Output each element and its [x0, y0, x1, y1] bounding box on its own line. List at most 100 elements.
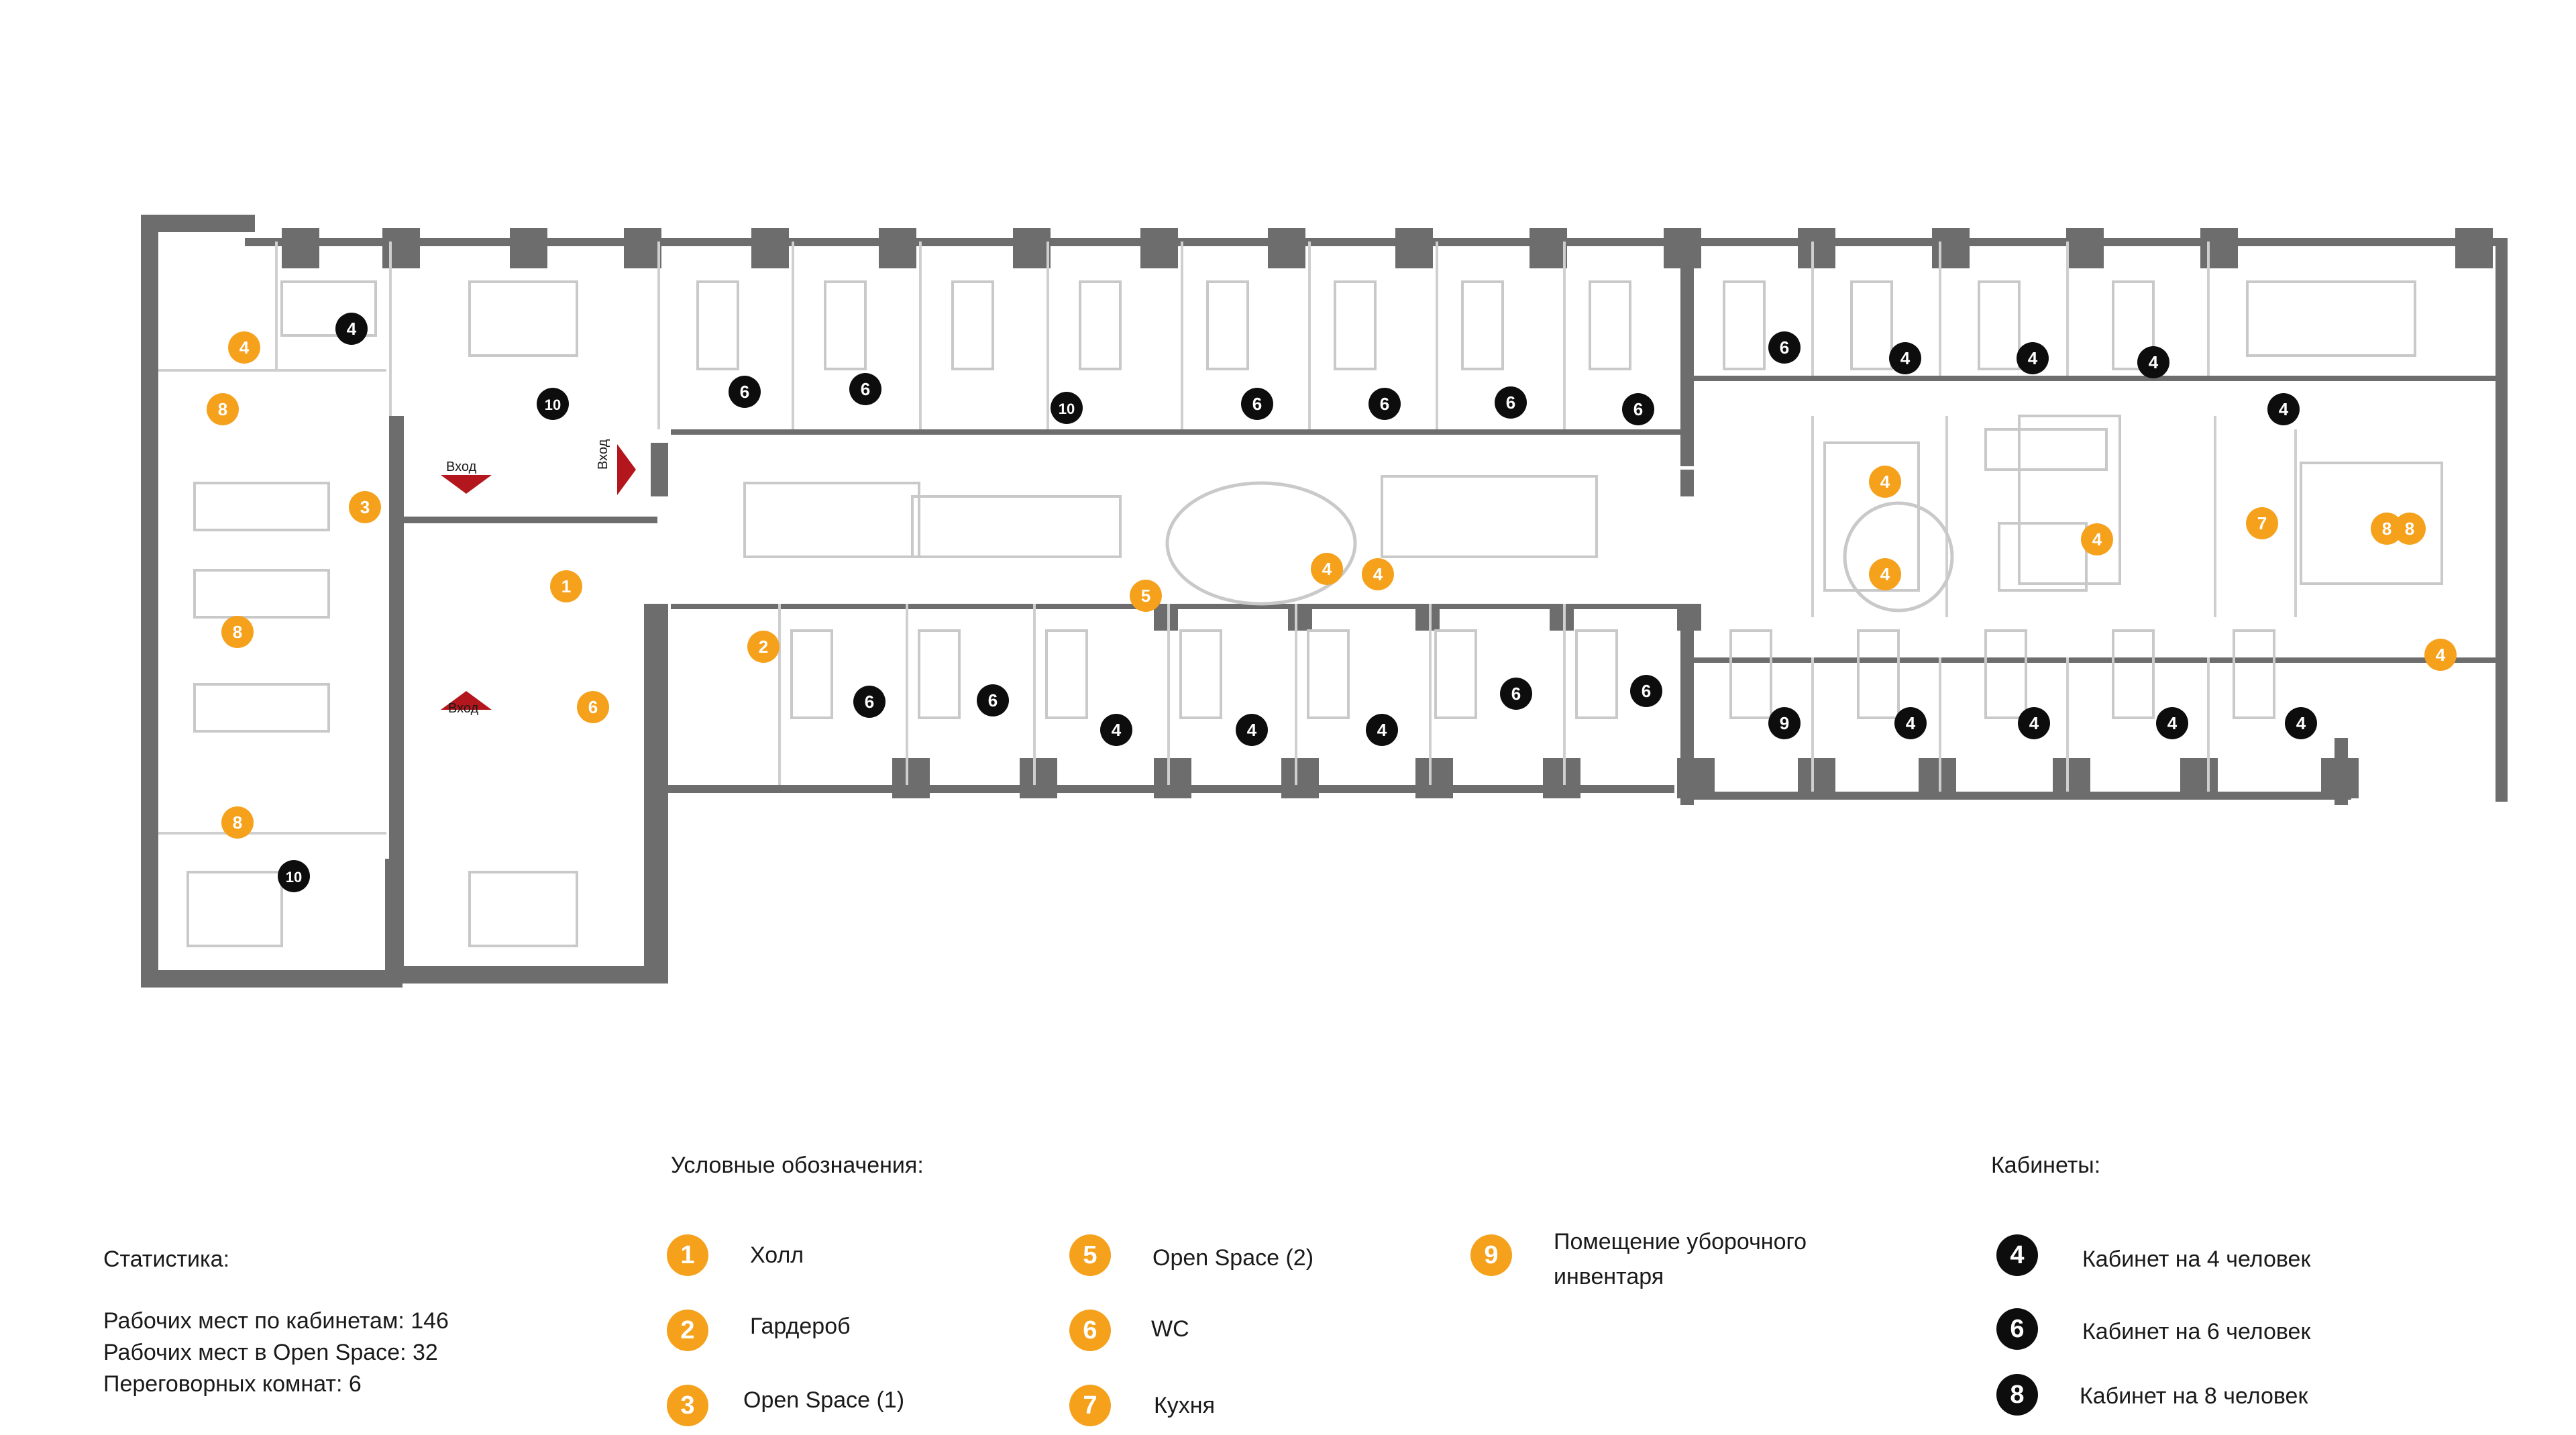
entrance-arrow-2: [441, 691, 492, 710]
room-badge-label-19: 4: [1322, 559, 1332, 579]
desk-cluster-top-9: [1850, 280, 1893, 370]
desk-0: [193, 482, 330, 531]
column-top-0: [282, 228, 319, 268]
partition-28: [1945, 416, 1948, 617]
partition-8: [1181, 242, 1183, 429]
room-badge-label-9: 6: [588, 697, 598, 717]
room-badge-label-5: 8: [233, 812, 242, 833]
desk-1: [193, 569, 330, 619]
legend-label-kitchen: Кухня: [1154, 1393, 1215, 1418]
room-badge-label-7: 10: [545, 396, 561, 413]
room-badge-42: [2285, 707, 2317, 739]
column-bottom-8: [1919, 758, 1956, 798]
desk-cluster-bottom-5: [1434, 629, 1477, 719]
room-badge-label-3: 3: [360, 497, 370, 517]
room-badge-label-29: 4: [1900, 348, 1911, 368]
room-badge-1: [335, 313, 368, 345]
round-table-meeting-4: [1843, 501, 1954, 613]
column-top-10: [1529, 228, 1567, 268]
wall-4: [385, 966, 667, 984]
room-badge-label-33: 4: [1880, 564, 1890, 584]
room-badge-39: [1894, 707, 1927, 739]
room-badge-26: [1495, 386, 1527, 419]
column-top-3: [624, 228, 661, 268]
room-badge-label-31: 4: [2149, 352, 2159, 372]
cabinet-label-8: Кабинет на 8 человек: [2080, 1383, 2308, 1409]
cabinet-label-4: Кабинет на 4 человек: [2082, 1246, 2311, 1272]
column-bottom-5: [1543, 758, 1580, 798]
room-badge-27: [1622, 393, 1654, 425]
legend-badge-1: 1: [667, 1234, 708, 1276]
column-top-8: [1268, 228, 1305, 268]
partition-14: [2066, 242, 2069, 376]
partition-21: [1429, 604, 1432, 785]
legend-label-wardrobe: Гардероб: [750, 1314, 851, 1339]
room-badge-label-23: 10: [1059, 401, 1075, 417]
column-top-6: [1013, 228, 1051, 268]
partition-27: [1811, 416, 1814, 617]
desk-cluster-top-0: [696, 280, 739, 370]
desk-11: [1998, 522, 2088, 592]
room-badge-label-8: 1: [561, 576, 571, 596]
room-badge-16: [1500, 678, 1532, 710]
room-badge-label-22: 6: [861, 379, 870, 399]
round-meeting-table: [1165, 481, 1357, 606]
desk-cluster-bottom-11: [2233, 629, 2275, 719]
partition-19: [1167, 604, 1170, 785]
walls: [141, 215, 2508, 988]
column-bottom-2: [1154, 758, 1191, 798]
desk-cluster-bottom-2: [1045, 629, 1088, 719]
room-badge-23: [1051, 392, 1083, 424]
legend-badge-7: 7: [1069, 1385, 1111, 1426]
desk-cluster-top-3: [1079, 280, 1122, 370]
partition-7: [1046, 242, 1049, 429]
column-top-9: [1395, 228, 1433, 268]
room-badge-9: [577, 691, 609, 723]
desk-cluster-top-6: [1461, 280, 1504, 370]
room-badge-31: [2137, 346, 2169, 378]
partition-26: [2207, 657, 2210, 792]
desk-8: [911, 495, 1122, 558]
room-badge-37: [2424, 639, 2457, 671]
room-badge-label-30: 4: [2028, 348, 2038, 368]
room-badge-4: [221, 616, 254, 648]
room-badge-label-15: 4: [1377, 720, 1387, 740]
room-badge-32: [1869, 466, 1901, 498]
partition-20: [1295, 604, 1297, 785]
desk-13: [2246, 280, 2416, 357]
entrance-label-1: Вход: [596, 439, 610, 470]
column-bottom-3: [1281, 758, 1319, 798]
desk-3: [280, 280, 377, 337]
entrance-arrow-0: [441, 475, 492, 494]
room-badge-29: [1889, 342, 1921, 374]
desk-cluster-top-8: [1723, 280, 1766, 370]
room-badge-14: [1236, 714, 1268, 746]
room-badge-33: [1869, 558, 1901, 590]
room-badge-label-10: 2: [759, 637, 768, 657]
desk-cluster-bottom-6: [1575, 629, 1618, 719]
wall-14: [1680, 376, 2506, 381]
partition-12: [1811, 242, 1814, 376]
partition-1: [158, 832, 386, 835]
desk-cluster-top-10: [1978, 280, 2021, 370]
room-badge-label-28: 6: [1780, 337, 1789, 358]
room-badge-8: [550, 570, 582, 602]
wall-20: [1680, 238, 1694, 466]
partition-29: [2214, 416, 2216, 617]
room-badge-label-0: 4: [239, 337, 250, 358]
partition-15: [2207, 242, 2210, 376]
room-badge-19: [1311, 553, 1343, 585]
wall-15: [671, 604, 1690, 609]
wall-21: [1680, 604, 1694, 805]
legend-badge-6: 6: [1069, 1310, 1111, 1351]
legend-label-hall: Холл: [750, 1242, 804, 1268]
legend-badge-3: 3: [667, 1385, 708, 1426]
column-top-13: [1932, 228, 1970, 268]
desk-cluster-bottom-1: [918, 629, 961, 719]
stats-line-open-space-seats: Рабочих мест в Open Space: 32: [103, 1340, 438, 1365]
room-badge-label-18: 4: [1373, 564, 1383, 584]
desk-cluster-bottom-9: [1984, 629, 2027, 719]
wall-19: [644, 604, 652, 973]
legend-badge-5: 5: [1069, 1234, 1111, 1276]
